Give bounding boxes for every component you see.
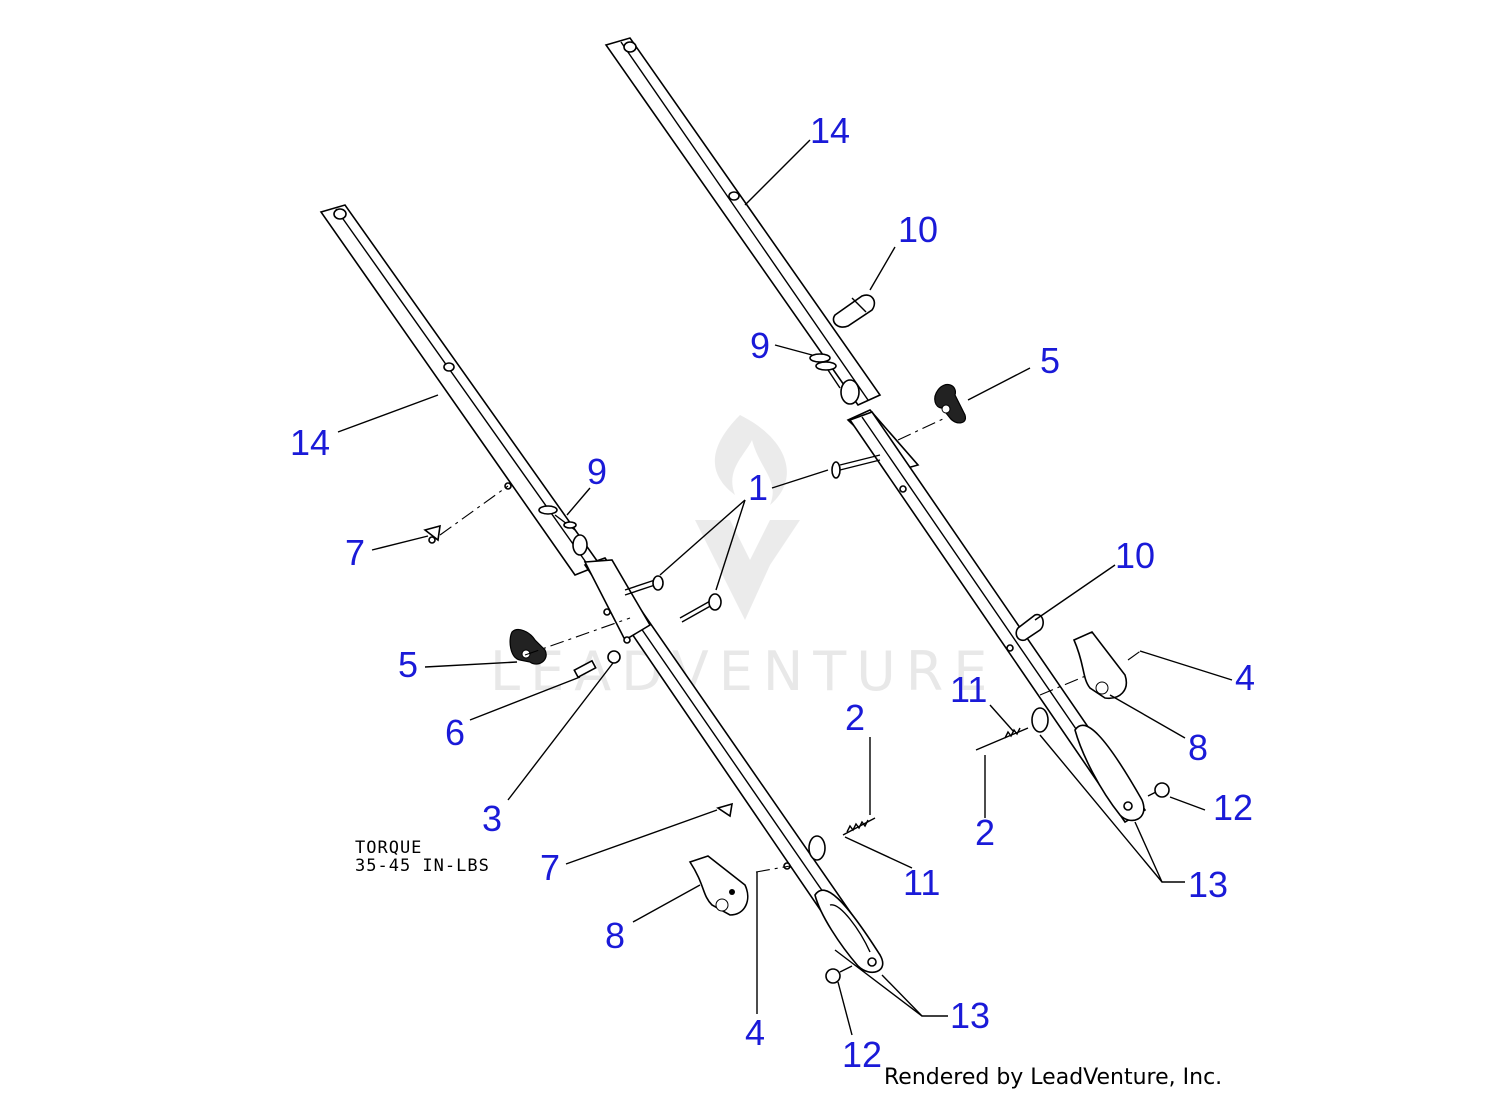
callout-9-lower: 9	[587, 451, 607, 492]
callout-4-right: 4	[1235, 657, 1255, 698]
torque-note-line1: TORQUE	[355, 838, 422, 858]
callout-6: 6	[445, 712, 465, 753]
watermark-text: LEADVENTURE	[490, 640, 997, 703]
part-pin-lower	[716, 802, 733, 818]
part-spring-lower	[538, 505, 577, 531]
torque-note: TORQUE 35-45 IN-LBS	[355, 838, 490, 876]
callout-12-right: 12	[1213, 787, 1253, 828]
callout-13-right: 13	[1188, 864, 1228, 905]
callout-14-upper: 14	[810, 110, 850, 151]
callout-8-left: 8	[605, 915, 625, 956]
leader-lines	[337, 139, 1233, 1036]
callout-5-lower: 5	[398, 644, 418, 685]
right-handle-tube	[604, 37, 1147, 824]
callout-14-left: 14	[290, 422, 330, 463]
callout-11-right: 11	[950, 669, 987, 710]
part-spring-upper	[809, 353, 841, 389]
callout-4-left: 4	[745, 1012, 765, 1053]
callout-10-upper: 10	[898, 209, 938, 250]
callout-9-upper: 9	[750, 325, 770, 366]
callout-7-upper: 7	[345, 532, 365, 573]
torque-note-line2: 35-45 IN-LBS	[355, 856, 490, 876]
render-credit: Rendered by LeadVenture, Inc.	[884, 1065, 1222, 1090]
part-spring-right	[975, 707, 1049, 751]
part-screw-left	[825, 965, 853, 984]
callout-10-lower: 10	[1115, 535, 1155, 576]
part-bolt-low	[679, 593, 722, 623]
part-bolt-mid	[624, 575, 664, 596]
left-handle-tube	[319, 204, 884, 974]
callout-2-right: 2	[975, 812, 995, 853]
part-knob-upper	[934, 383, 967, 424]
part-spacer	[573, 659, 597, 679]
part-spring-left	[808, 817, 876, 861]
callout-5-upper: 5	[1040, 340, 1060, 381]
callout-12-left: 12	[842, 1034, 882, 1075]
callout-1: 1	[748, 467, 768, 508]
watermark: LEADVENTURE	[490, 415, 997, 703]
callout-3: 3	[482, 798, 502, 839]
part-clip-upper	[832, 294, 876, 328]
callout-11-left: 11	[903, 862, 940, 903]
part-pin-upper	[423, 524, 441, 544]
part-lever-right	[1072, 631, 1127, 700]
callouts: 14 14 10 10 9 9 5 5 1 7 7 6 3 4 4 8 8 11…	[290, 110, 1255, 1075]
part-clip-lower	[1015, 613, 1044, 642]
callout-2-left: 2	[845, 697, 865, 738]
centerlines	[439, 417, 1143, 873]
callout-8-right: 8	[1188, 727, 1208, 768]
part-bolt-upper	[831, 454, 881, 479]
part-nut	[607, 650, 621, 664]
part-knob-lower	[509, 628, 547, 665]
part-lever-left	[688, 855, 749, 916]
callout-7-lower: 7	[540, 847, 560, 888]
part-screw-right	[1147, 782, 1170, 798]
callout-13-left: 13	[950, 995, 990, 1036]
